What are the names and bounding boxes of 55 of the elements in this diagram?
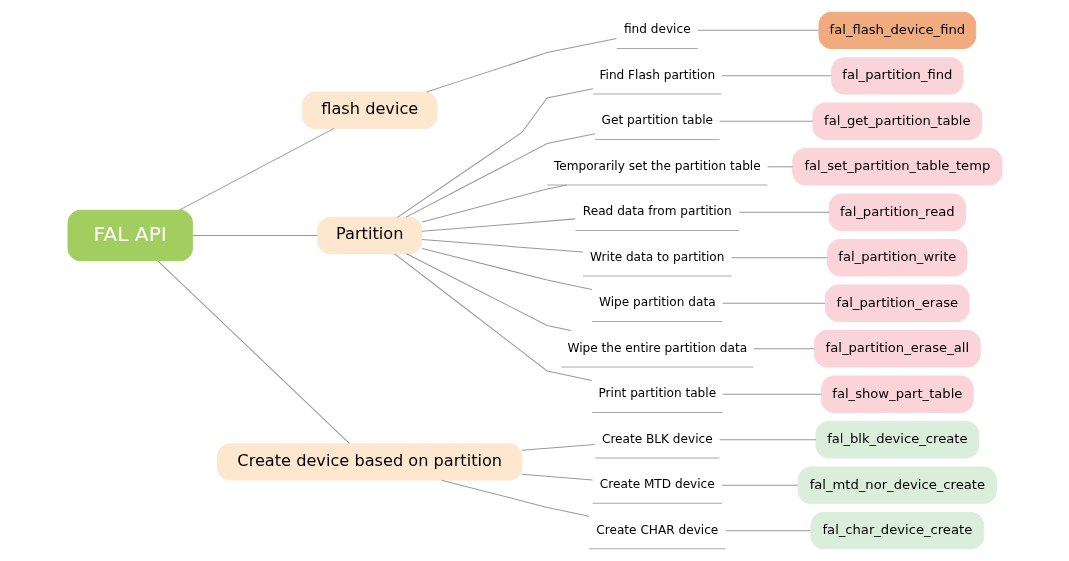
connector (730, 257, 828, 259)
connector (393, 253, 592, 381)
node-box: fal_mtd_nor_device_create (797, 466, 997, 504)
connector (405, 253, 571, 332)
node-box: fal_partition_erase_all (813, 330, 981, 368)
node-box: fal_get_partition_table (811, 102, 982, 140)
connector (752, 348, 815, 350)
connector (520, 443, 595, 451)
node-box: FAL API (67, 209, 193, 262)
connector (440, 479, 590, 517)
node-text: Create CHAR device (595, 522, 718, 537)
node-box: fal_char_device_create (809, 511, 984, 550)
node-text: Wipe the entire partition data (567, 340, 747, 355)
connector (420, 239, 583, 253)
node-text: Create BLK device (601, 431, 713, 446)
connector (721, 302, 826, 304)
node-box: Partition (316, 216, 422, 255)
connector (425, 37, 617, 93)
connector (738, 211, 830, 213)
connector (178, 127, 335, 211)
connector (191, 235, 318, 237)
node-box: fal_flash_device_find (818, 11, 976, 50)
node-box: fal_partition_find (830, 57, 964, 95)
connector (157, 260, 350, 445)
connector (766, 166, 793, 168)
connector (696, 29, 819, 31)
node-box: Create device based on partition (216, 443, 522, 481)
node-text: find device (623, 22, 691, 37)
connector (420, 218, 576, 232)
connector (421, 248, 592, 291)
node-text: Create MTD device (599, 477, 715, 492)
connector (720, 75, 832, 77)
connector (724, 530, 811, 532)
connector (718, 120, 813, 122)
node-box: flash device (301, 91, 437, 129)
connector (421, 184, 567, 223)
node-box: fal_partition_write (826, 239, 968, 277)
connector (721, 484, 798, 486)
node-text: Get partition table (601, 113, 713, 128)
node-text: Wipe partition data (598, 295, 716, 310)
connector (396, 88, 594, 218)
node-box: fal_partition_read (828, 193, 966, 231)
node-box: fal_partition_erase (824, 284, 970, 322)
node-text: Write data to partition (589, 249, 724, 264)
node-box: fal_blk_device_create (814, 421, 979, 459)
connector (721, 393, 822, 395)
connector (520, 473, 593, 481)
connector (718, 439, 816, 441)
connector (405, 133, 595, 218)
node-text: Find Flash partition (598, 67, 715, 82)
node-text: Read data from partition (582, 204, 732, 219)
node-box: fal_set_partition_table_temp (791, 148, 1002, 186)
node-box: fal_show_part_table (820, 375, 974, 413)
node-text: Print partition table (597, 386, 716, 401)
node-text: Temporarily set the partition table (553, 158, 761, 173)
